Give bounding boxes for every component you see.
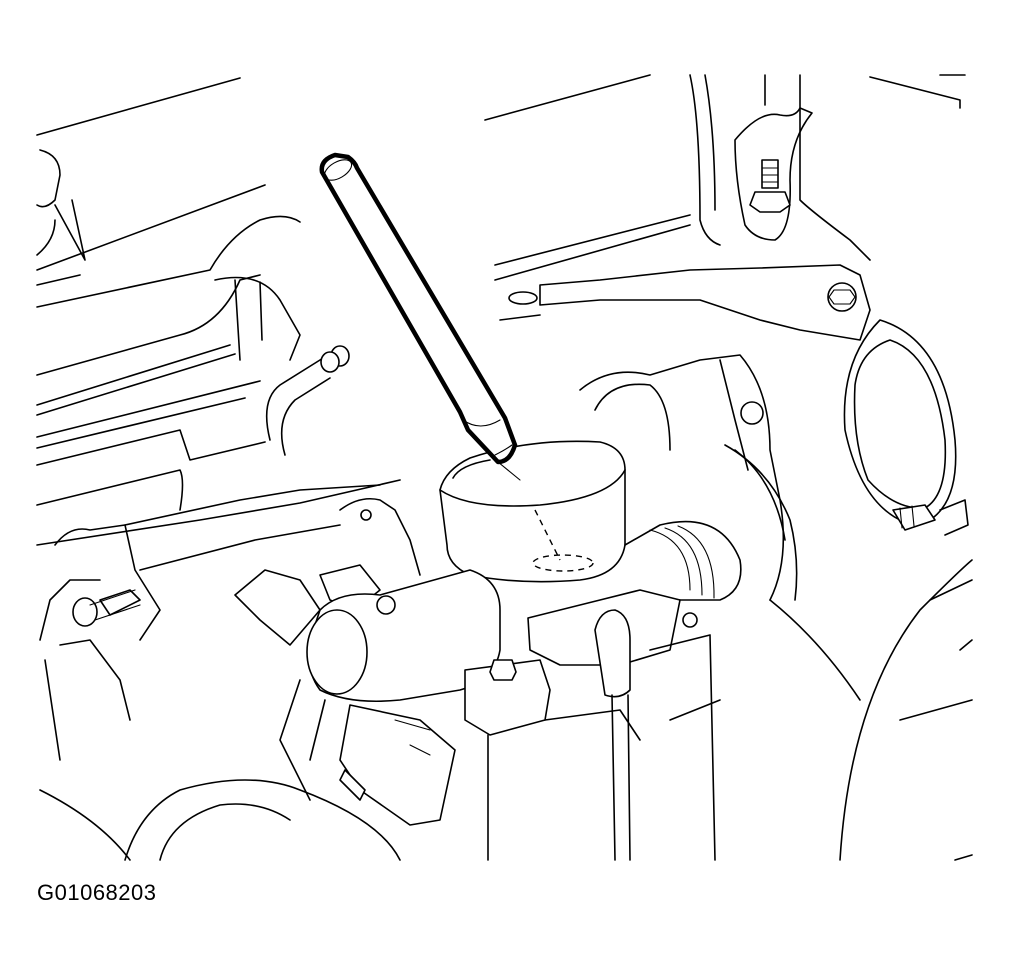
throttle-body-base	[360, 509, 721, 861]
throttle-position-sensor	[339, 704, 456, 826]
lower-engine-body	[39, 559, 973, 861]
idle-air-control-valve	[39, 484, 501, 801]
throttle-flange	[843, 319, 969, 536]
mounting-bracket	[499, 107, 871, 341]
figure-id-label: G01068203	[37, 880, 157, 905]
bore-outlet	[579, 354, 798, 601]
intake-manifold	[36, 74, 966, 546]
target-area-dashed	[532, 554, 594, 572]
throttle-body-bore	[439, 440, 626, 583]
engine-diagram	[36, 74, 973, 861]
tool-rod	[319, 152, 521, 481]
vacuum-pipe	[265, 345, 350, 456]
